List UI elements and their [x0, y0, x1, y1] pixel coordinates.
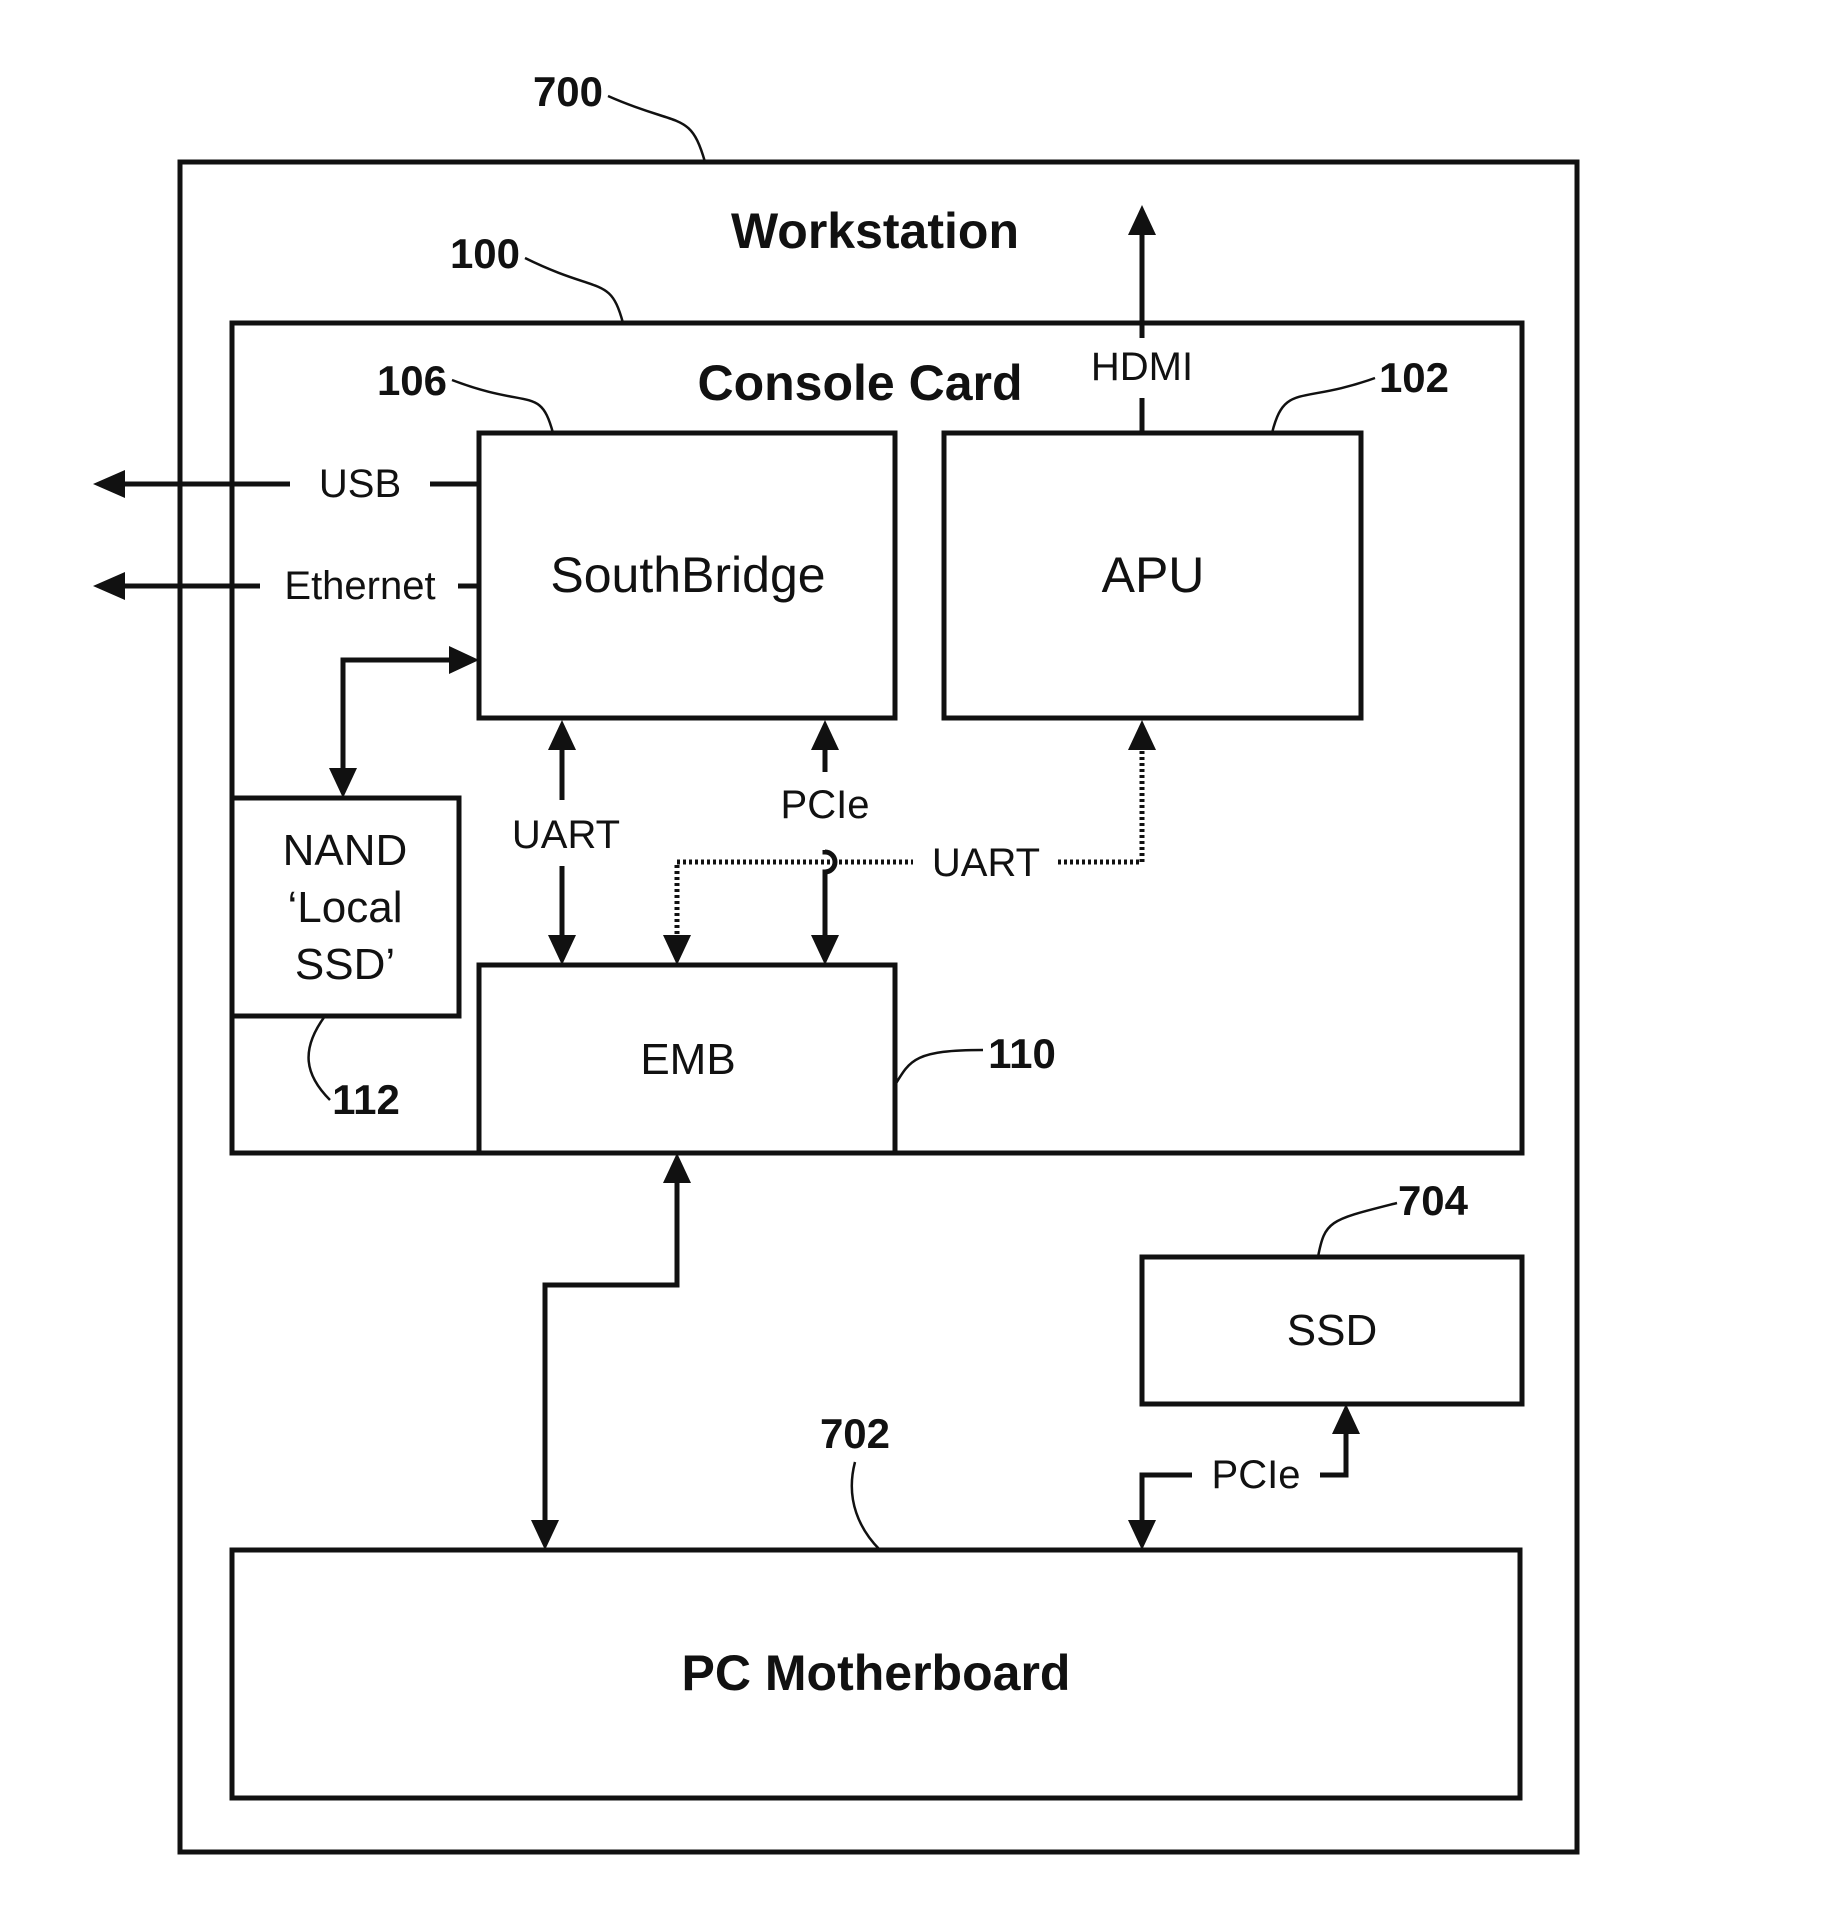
hdmi-label: HDMI — [1091, 345, 1193, 389]
uart-sb-emb-arrow-down — [548, 935, 576, 965]
pcie-sb-emb-arrow-down — [811, 935, 839, 965]
pcie-sb-emb-label: PCIe — [781, 783, 870, 827]
uart-apu-emb-arrow-down — [663, 935, 691, 965]
nand-ref-leader — [307, 1015, 331, 1101]
apu-ref-leader — [1270, 376, 1376, 434]
pcie-mb-ssd-line-right — [1320, 1430, 1349, 1478]
pcie-mb-ssd-label: PCIe — [1212, 1453, 1301, 1497]
apu-ref: 102 — [1379, 354, 1449, 401]
console-card-ref-leader — [524, 256, 625, 324]
usb-arrowhead — [93, 470, 125, 498]
motherboard-label: PC Motherboard — [682, 1645, 1071, 1701]
uart-apu-emb-line-right — [1058, 745, 1145, 865]
ssd-label: SSD — [1287, 1306, 1377, 1355]
southbridge-box — [476, 430, 898, 721]
motherboard-ref-leader — [850, 1461, 881, 1551]
nand-line1: NAND — [283, 826, 408, 875]
nand-line2: ‘Local — [288, 883, 403, 932]
southbridge-ref: 106 — [377, 357, 447, 404]
southbridge-label: SouthBridge — [550, 547, 825, 603]
pcie-sb-emb-arrow-up — [811, 720, 839, 750]
motherboard-ref: 702 — [820, 1410, 890, 1457]
emb-motherboard-line — [542, 1180, 680, 1525]
nand-southbridge-line — [340, 657, 455, 768]
ssd-ref-leader — [1316, 1201, 1398, 1258]
apu-box — [941, 430, 1364, 721]
uart-apu-emb-arrow-up — [1128, 720, 1156, 750]
uart-apu-emb-line-left — [674, 859, 913, 940]
ssd-ref: 704 — [1398, 1177, 1469, 1224]
console-card-ref: 100 — [450, 230, 520, 277]
emb-ref: 110 — [988, 1030, 1056, 1077]
nand-line3: SSD’ — [295, 940, 395, 989]
hdmi-arrowhead — [1128, 205, 1156, 235]
console-card-title: Console Card — [697, 355, 1022, 411]
pcie-mb-ssd-arrow-up — [1332, 1404, 1360, 1434]
emb-motherboard-arrow-up — [663, 1153, 691, 1183]
nand-box — [229, 795, 462, 1019]
pcie-mb-ssd-line-left — [1139, 1472, 1192, 1525]
ethernet-label: Ethernet — [284, 564, 435, 608]
workstation-ref: 700 — [533, 68, 603, 115]
emb-ref-leader — [893, 1048, 984, 1086]
workstation-title: Workstation — [731, 203, 1019, 259]
ethernet-arrowhead — [93, 572, 125, 600]
southbridge-ref-leader — [451, 378, 555, 434]
emb-label: EMB — [640, 1035, 735, 1084]
uart-apu-emb-label: UART — [932, 841, 1040, 885]
workstation-ref-leader — [607, 94, 707, 163]
ssd-box — [1139, 1254, 1525, 1407]
nand-ref: 112 — [332, 1076, 400, 1123]
apu-label: APU — [1102, 547, 1205, 603]
uart-sb-emb-arrow-up — [548, 720, 576, 750]
uart-sb-emb-label: UART — [512, 813, 620, 857]
emb-motherboard-arrow-down — [531, 1520, 559, 1550]
pcie-mb-ssd-arrow-down — [1128, 1520, 1156, 1550]
emb-box — [476, 962, 898, 1156]
usb-label: USB — [319, 462, 401, 506]
nand-southbridge-arrow-down — [329, 768, 357, 798]
nand-southbridge-arrow-right — [449, 646, 479, 674]
motherboard-box — [229, 1547, 1523, 1801]
